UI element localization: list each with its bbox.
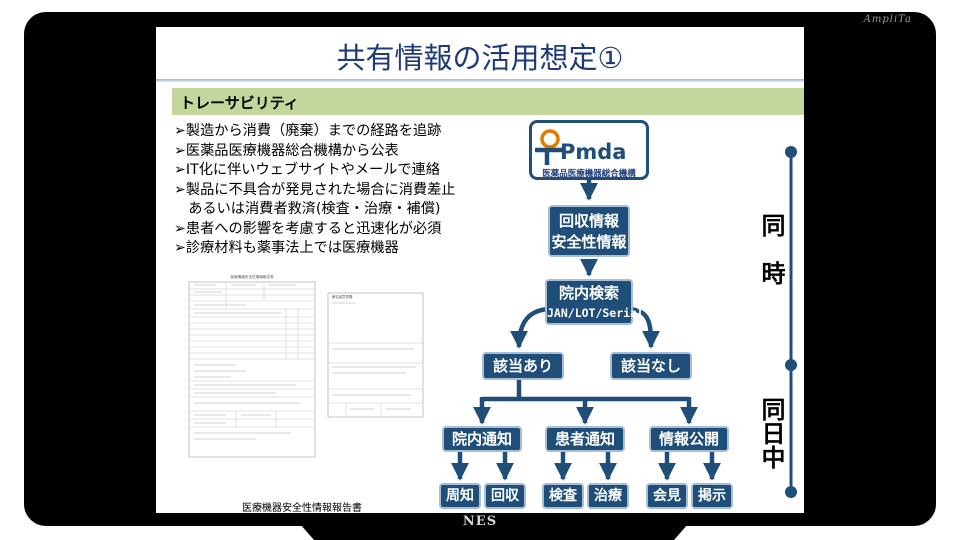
bullet-item: ➢IT化に伴いウェブサイトやメールで連絡 — [174, 162, 440, 178]
patient-notice-node: 患者通知 — [545, 426, 625, 452]
bullet-item: あるいは消費者救済(検査・治療・補償) — [174, 201, 441, 217]
internal-search-node: 院内検索 JAN/LOT/Serial — [545, 279, 644, 325]
pmda-logo-text: Pmda — [560, 140, 626, 164]
timeline-label-simultaneous: 同 時 — [757, 213, 785, 285]
section-band: トレーサビリティ — [172, 88, 804, 115]
pmda-logo: Pmda 医薬品医療機器総合機構 — [529, 120, 649, 180]
slide-title: 共有情報の活用想定① — [336, 41, 624, 75]
presentation-slide: 共有情報の活用想定① トレーサビリティ ➢製造から消費（廃棄）までの経路を追跡 … — [156, 27, 804, 513]
recall-info-label: 回収情報 — [558, 212, 619, 230]
report-form-thumbnail: 医療機器安全性情報報告書 — [186, 271, 318, 459]
timeline — [785, 146, 797, 498]
pmda-logo-mark: Pmda — [535, 129, 626, 165]
report-form-thumbnail-2: 報告者意見欄 — [326, 291, 425, 419]
examine-node: 検査 — [542, 483, 584, 509]
form-b-title: 報告者意見欄 — [332, 294, 353, 299]
match-found-node: 該当あり — [482, 352, 564, 380]
bullet-item: ➢製造から消費（廃棄）までの経路を追跡 — [174, 123, 442, 139]
timeline-end-dot — [785, 486, 797, 498]
recall-info-node: 回収情報 安全性情報 — [548, 205, 630, 257]
post-node: 掲示 — [691, 483, 733, 509]
report-form-drawing-2: 報告者意見欄 — [327, 292, 424, 418]
announce-node: 周知 — [439, 483, 481, 509]
monitor-stand — [300, 524, 688, 540]
safety-info-label: 安全性情報 — [551, 233, 627, 251]
report-form-drawing: 医療機器安全性情報報告書 — [188, 274, 316, 458]
bullet-list: ➢製造から消費（廃棄）までの経路を追跡 ➢医薬品医療機器総合機構から公表 ➢IT… — [174, 122, 519, 259]
section-heading: トレーサビリティ — [180, 94, 299, 112]
timeline-label-same-day: 同日中 — [757, 397, 785, 469]
document-caption: 医療機器安全性情報報告書 — [242, 503, 362, 513]
flow-connectors — [451, 146, 797, 498]
disclosure-node: 情報公開 — [649, 426, 729, 452]
bullet-item: ➢医薬品医療機器総合機構から公表 — [174, 142, 399, 159]
treat-node: 治療 — [587, 483, 629, 509]
timeline-mid-dot — [785, 359, 797, 371]
bullet-item: ➢患者への影響を考慮すると迅速化が必須 — [174, 220, 442, 237]
press-node: 会見 — [646, 483, 688, 509]
internal-search-label: 院内検索 — [558, 284, 619, 302]
form-a-title: 医療機器安全性情報報告書 — [230, 274, 274, 279]
bullet-item: ➢診療材料も薬事法上では医療機器 — [174, 240, 399, 256]
brand-watermark-top: AmpliTa — [863, 14, 912, 25]
search-keys-label: JAN/LOT/Serial — [547, 306, 644, 320]
collect-node: 回収 — [484, 483, 526, 509]
internal-notice-node: 院内通知 — [442, 426, 522, 452]
brand-label-bottom: NES — [462, 514, 498, 529]
pmda-logo-subtitle: 医薬品医療機器総合機構 — [542, 169, 636, 179]
no-match-node: 該当なし — [610, 352, 692, 380]
title-divider — [156, 79, 804, 82]
timeline-start-dot — [785, 146, 797, 158]
bullet-item: ➢製品に不具合が発見された場合に消費差止 — [174, 181, 456, 198]
